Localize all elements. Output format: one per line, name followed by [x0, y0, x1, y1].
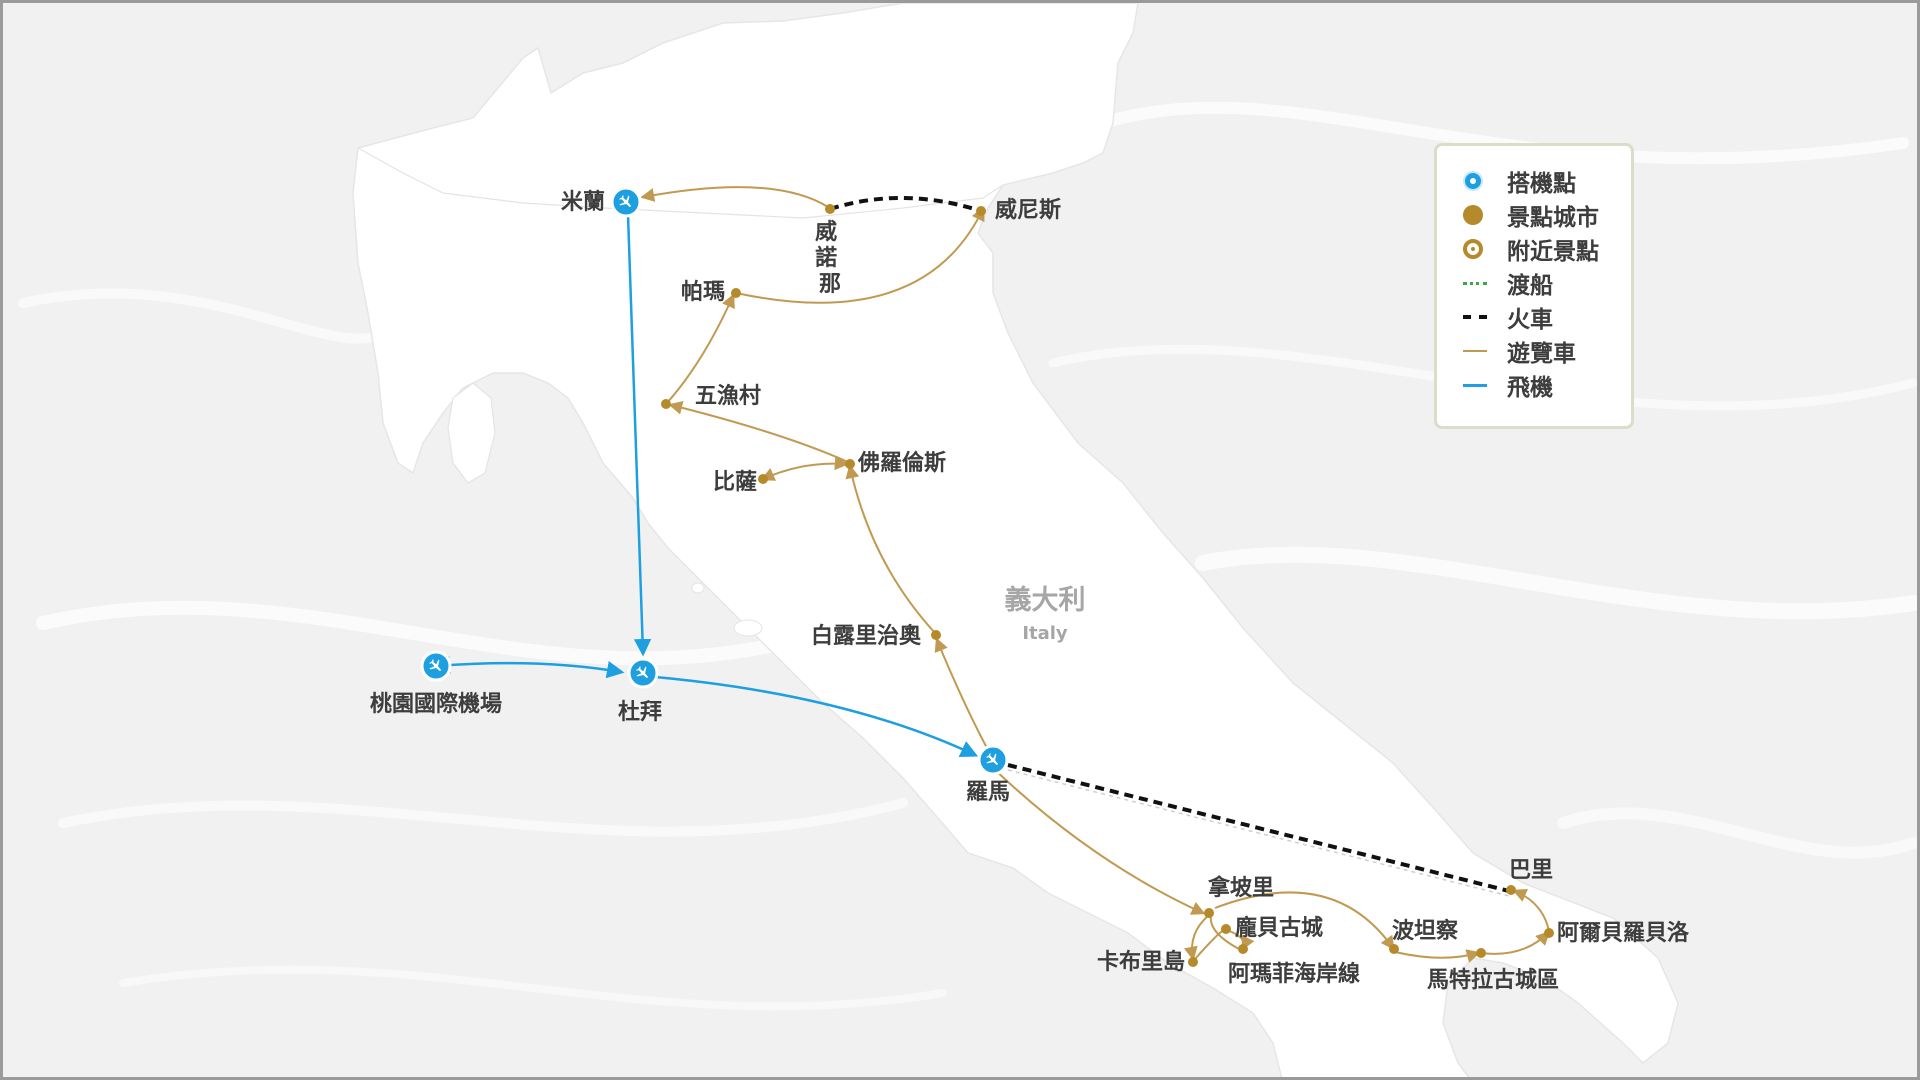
- route-bus-pisa-florence: [760, 456, 849, 481]
- label-capri: 卡布里島: [1097, 949, 1185, 975]
- route-bus-naples-capri: [1183, 914, 1210, 961]
- italy-landmass: [352, 3, 1679, 1077]
- train-line-icon: [1463, 315, 1487, 319]
- label-venice: 威尼斯: [995, 197, 1061, 223]
- city-dot-matera: [1476, 948, 1486, 958]
- label-potenza: 波坦察: [1392, 918, 1459, 944]
- city-dot-bagnoregio: [931, 630, 941, 640]
- airport-taoyuan: [420, 650, 452, 682]
- route-bus-amalfi-naples: [1209, 914, 1242, 951]
- label-verona: 威 諾 那: [815, 219, 845, 297]
- legend-label-nearby: 附近景點: [1507, 239, 1599, 265]
- legend-item-bus: 遊覽車: [1463, 334, 1631, 368]
- bus-line-icon: [1463, 350, 1487, 352]
- route-bus-potenza-matera: [1394, 949, 1481, 963]
- alpine-border: [357, 147, 1004, 219]
- legend-item-airport: 搭機點: [1463, 164, 1631, 198]
- legend-item-plane: 飛機: [1463, 368, 1631, 402]
- city-labels: 米蘭 威尼斯 帕瑪 五漁村 比薩 佛羅倫斯 白露里治奧 桃園國際機場 杜拜 羅馬…: [370, 190, 1690, 993]
- city-dot-parma: [731, 288, 741, 298]
- city-dot-cinque-terre: [661, 399, 671, 409]
- route-train-rome-bari: [1007, 763, 1510, 893]
- label-cinque-terre: 五漁村: [695, 383, 761, 409]
- airport-rome: [977, 744, 1009, 776]
- label-bari: 巴里: [1509, 858, 1553, 883]
- bus-routes: [640, 186, 1550, 963]
- label-amalfi: 阿瑪菲海岸線: [1228, 961, 1360, 987]
- city-dot-icon: [1463, 205, 1483, 225]
- city-dot-capri: [1188, 957, 1198, 967]
- nearby-ring-icon: [1463, 239, 1483, 259]
- legend-label-plane: 飛機: [1507, 375, 1553, 401]
- train-routes: [829, 195, 1510, 897]
- label-taoyuan: 桃園國際機場: [370, 691, 502, 717]
- route-plane-dubai-rome: [643, 674, 979, 757]
- plane-line-icon: [1463, 383, 1487, 387]
- legend-item-ferry: 渡船: [1463, 266, 1631, 300]
- route-plane-milan-dubai: [626, 214, 652, 657]
- route-plane-taoyuan-dubai: [432, 656, 625, 679]
- island-corsica: [447, 382, 496, 484]
- city-dot-florence: [845, 459, 855, 469]
- route-bus-bagnoregio-florence: [845, 464, 936, 634]
- label-naples: 拿坡里: [1207, 875, 1274, 901]
- legend-item-nearby: 附近景點: [1463, 232, 1631, 266]
- route-bus-florence-cinque: [668, 400, 849, 463]
- city-dot-verona: [825, 204, 835, 214]
- route-bus-parma-venice: [735, 206, 985, 304]
- legend-label-airport: 搭機點: [1507, 171, 1576, 197]
- airport-markers: [420, 186, 1009, 776]
- label-alberobello: 阿爾貝羅貝洛: [1557, 920, 1690, 946]
- city-dot-venice: [976, 206, 986, 216]
- route-bus-matera-alberobello: [1480, 931, 1550, 955]
- label-pisa: 比薩: [713, 469, 757, 495]
- map-legend: 搭機點 景點城市 附近景點 渡船 火車 遊覽車 飛機: [1434, 143, 1634, 429]
- route-bus-rome-naples: [992, 767, 1206, 915]
- route-train-verona-venice: [829, 195, 982, 213]
- route-bus-rome-bagnoregio: [934, 637, 989, 751]
- legend-label-city: 景點城市: [1507, 205, 1599, 231]
- route-bus-naples-potenza: [1214, 891, 1395, 951]
- label-bagnoregio: 白露里治奧: [811, 623, 922, 649]
- island-elba: [733, 619, 763, 637]
- city-dot-pompeii: [1221, 924, 1231, 934]
- label-pompeii: 龐貝古城: [1235, 915, 1323, 941]
- city-dot-bari: [1506, 885, 1516, 895]
- country-label: 義大利: [1005, 584, 1086, 616]
- label-florence: 佛羅倫斯: [857, 450, 946, 476]
- route-bus-verona-milan: [640, 186, 829, 208]
- city-dot-pisa: [758, 474, 768, 484]
- legend-item-train: 火車: [1463, 300, 1631, 334]
- route-bus-cinque-parma: [665, 293, 735, 405]
- legend-item-city: 景點城市: [1463, 198, 1631, 232]
- city-dots: [661, 204, 1554, 967]
- city-dot-alberobello: [1544, 928, 1554, 938]
- legend-label-ferry: 渡船: [1507, 273, 1553, 299]
- route-train-rome-bari-shadow: [1007, 769, 1510, 897]
- plane-routes: [432, 214, 979, 757]
- airplane-icon: [1463, 171, 1483, 191]
- route-bus-alberobello-bari: [1512, 888, 1550, 932]
- label-matera: 馬特拉古城區: [1427, 967, 1559, 993]
- legend-label-train: 火車: [1507, 307, 1553, 333]
- legend-label-bus: 遊覽車: [1507, 341, 1576, 367]
- ferry-line-icon: [1463, 281, 1487, 285]
- label-dubai: 杜拜: [618, 700, 662, 725]
- label-milan: 米蘭: [561, 190, 605, 215]
- airport-dubai: [627, 657, 659, 689]
- city-dot-naples: [1204, 908, 1214, 918]
- country-label-en: Italy: [1022, 623, 1068, 644]
- city-dot-amalfi: [1238, 944, 1248, 954]
- label-parma: 帕瑪: [681, 279, 725, 305]
- label-rome: 羅馬: [966, 780, 1010, 805]
- city-dot-potenza: [1389, 944, 1399, 954]
- island-small: [691, 582, 705, 594]
- airport-milan: [610, 186, 642, 218]
